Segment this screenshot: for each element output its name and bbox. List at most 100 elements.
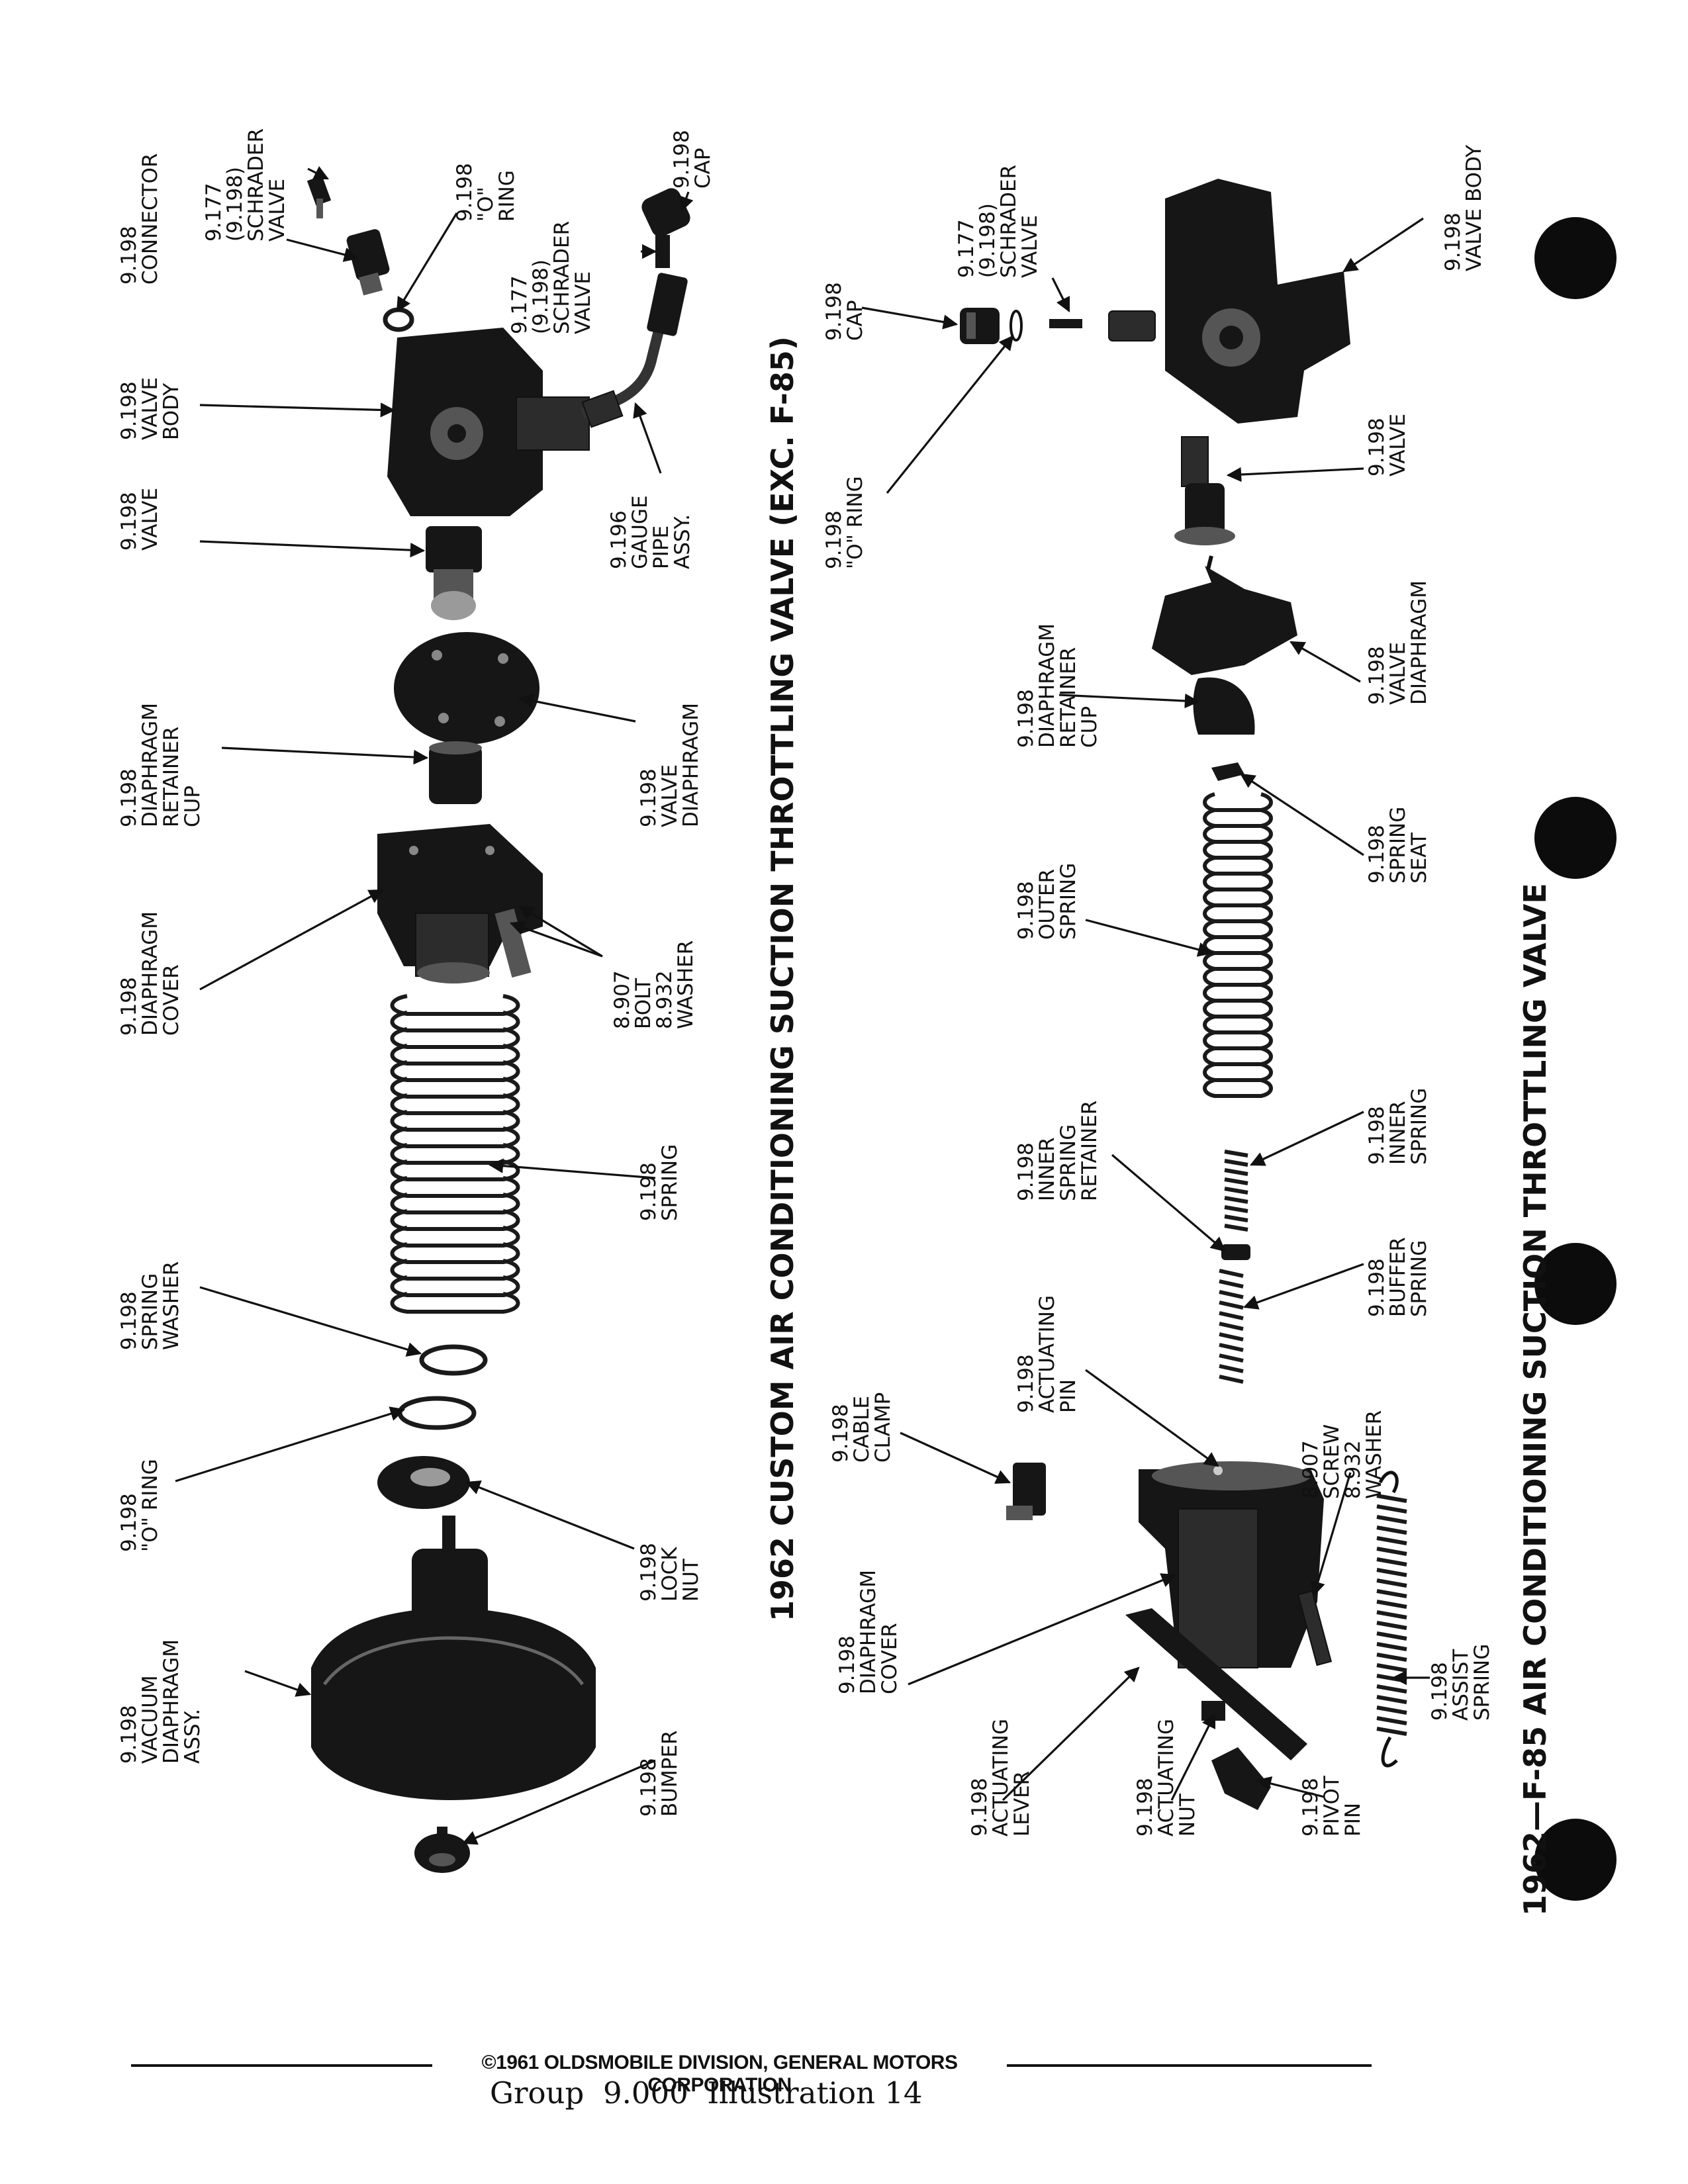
bottom-diagram-caption: 1962—F-85 AIR CONDITIONING SUCTION THROT… <box>1517 883 1553 1916</box>
connector-callout-line: CONNECTOR <box>138 153 162 285</box>
inner-spring-retainer-callout-line: INNER <box>1035 1137 1059 1201</box>
pivot-pin-callout-line: PIVOT <box>1320 1775 1344 1837</box>
o-ring-lower-callout-line: "O" RING <box>138 1459 162 1552</box>
inner-spring-part <box>1224 1150 1248 1232</box>
cap-top-callout-line: CAP <box>691 148 715 189</box>
lock-nut-part <box>377 1456 470 1509</box>
vacuum-diaphragm-callout-line: DIAPHRAGM <box>160 1639 183 1764</box>
vacuum-diaphragm-callout-line: 9.198 <box>117 1705 141 1764</box>
lock-nut-callout-line: NUT <box>679 1558 703 1602</box>
buffer-spring-part <box>1219 1269 1244 1384</box>
inner-spring-retainer-callout-line: SPRING <box>1056 1124 1080 1201</box>
spring-washer-part <box>419 1344 488 1376</box>
screw-washer-callout-line: WASHER <box>1362 1410 1386 1499</box>
connector-callout-line: 9.198 <box>117 226 141 285</box>
schrader-valve-gauge-callout-line: VALVE <box>571 271 595 334</box>
lock-nut-callout-line: LOCK <box>658 1547 682 1602</box>
o-ring-top-part <box>383 307 414 332</box>
diaphragm-cover-bot-part <box>1139 1461 1324 1668</box>
inner-spring-callout-line: INNER <box>1386 1101 1410 1165</box>
assist-spring-callout-line: 9.198 <box>1428 1662 1452 1721</box>
buffer-spring-callout-line: BUFFER <box>1386 1237 1410 1317</box>
schrader-valve-top-callout-line: 9.177 <box>202 183 226 242</box>
binder-hole <box>1534 1243 1617 1325</box>
valve-diaphragm-bot-part <box>1152 555 1297 675</box>
actuating-nut-callout-line: ACTUATING <box>1154 1719 1178 1837</box>
spring-seat-callout-line: SEAT <box>1407 832 1431 884</box>
actuating-lever-callout-line: 9.198 <box>968 1778 992 1837</box>
bolt-washer-top-callout-line: BOLT <box>632 978 655 1029</box>
spring-washer-callout-line: SPRING <box>138 1273 162 1350</box>
schrader-valve-top-callout-line: VALVE <box>265 179 289 242</box>
bolt-washer-top-callout-line: WASHER <box>674 940 698 1029</box>
spring-top-callout-line: SPRING <box>658 1144 682 1221</box>
schrader-valve-bot-part <box>1049 319 1082 328</box>
retainer-cup-bot-callout-line: DIAPHRAGM <box>1035 623 1059 748</box>
screw-washer-callout-line: 8.932 <box>1341 1440 1365 1499</box>
gauge-pipe-callout-line: PIPE <box>649 525 673 569</box>
valve-body-bot-callout-line: VALVE BODY <box>1462 145 1486 271</box>
o-ring-bot-part <box>1009 310 1023 341</box>
valve-body-bot-part <box>1108 179 1350 424</box>
valve-top-callout-line: VALVE <box>138 488 162 551</box>
diaphragm-cover-bot-callout-line: COVER <box>878 1623 902 1694</box>
diaphragm-cover-top-part <box>377 824 543 983</box>
o-ring-top-callout-line: 9.198 <box>453 163 477 222</box>
vacuum-diaphragm-callout-line: VACUUM <box>138 1675 162 1764</box>
valve-bot-part <box>1174 436 1235 545</box>
schrader-valve-top-callout-line: (9.198) <box>223 167 247 242</box>
o-ring-lower-part <box>397 1396 477 1430</box>
gauge-pipe-callout-line: 9.196 <box>607 510 631 569</box>
valve-diaphragm-top-callout-line: VALVE <box>658 764 682 827</box>
outer-spring-callout-line: 9.198 <box>1014 881 1038 940</box>
cap-bot-callout-line: CAP <box>843 300 867 341</box>
schrader-valve-top-callout-line: SCHRADER <box>244 128 268 242</box>
group-illustration-number: Group 9.000 Illustration 14 <box>490 2075 923 2111</box>
cable-clamp-part <box>1006 1463 1046 1520</box>
o-ring-top-callout: 9.198"O"RING <box>453 163 519 222</box>
spring-seat-callout-line: 9.198 <box>1365 825 1389 884</box>
gauge-pipe-part <box>581 273 688 428</box>
footer-rule-left <box>131 2064 432 2067</box>
footer-rule-right <box>1007 2064 1372 2067</box>
vacuum-diaphragm-callout-line: ASSY. <box>181 1709 205 1764</box>
retainer-cup-top-callout-line: RETAINER <box>160 727 183 827</box>
inner-spring-retainer-callout-line: RETAINER <box>1078 1101 1102 1201</box>
valve-diaphragm-top-callout-line: DIAPHRAGM <box>679 703 703 827</box>
actuating-lever-callout-line: ACTUATING <box>989 1719 1013 1837</box>
spring-washer-callout-line: WASHER <box>160 1261 183 1350</box>
schrader-valve-bot-callout-line: (9.198) <box>976 203 1000 278</box>
top-diagram-caption: 1962 CUSTOM AIR CONDITIONING SUCTION THR… <box>765 336 800 1621</box>
binder-hole <box>1534 797 1617 879</box>
retainer-cup-bot-callout-line: CUP <box>1078 706 1102 748</box>
schrader-valve-gauge-callout-line: 9.177 <box>508 275 532 334</box>
inner-spring-retainer-callout-line: 9.198 <box>1014 1142 1038 1201</box>
valve-diaphragm-bot-callout-line: 9.198 <box>1365 646 1389 705</box>
valve-bot-callout-line: 9.198 <box>1365 418 1389 477</box>
screw-washer-callout-line: SCREW <box>1320 1424 1344 1499</box>
o-ring-lower-callout: 9.198"O" RING <box>117 1459 162 1552</box>
inner-spring-callout-line: SPRING <box>1407 1088 1431 1165</box>
actuating-lever-callout-line: LEVER <box>1010 1771 1034 1837</box>
cap-bot-callout-line: 9.198 <box>822 282 846 341</box>
valve-diaphragm-bot-callout-line: VALVE <box>1386 642 1410 705</box>
